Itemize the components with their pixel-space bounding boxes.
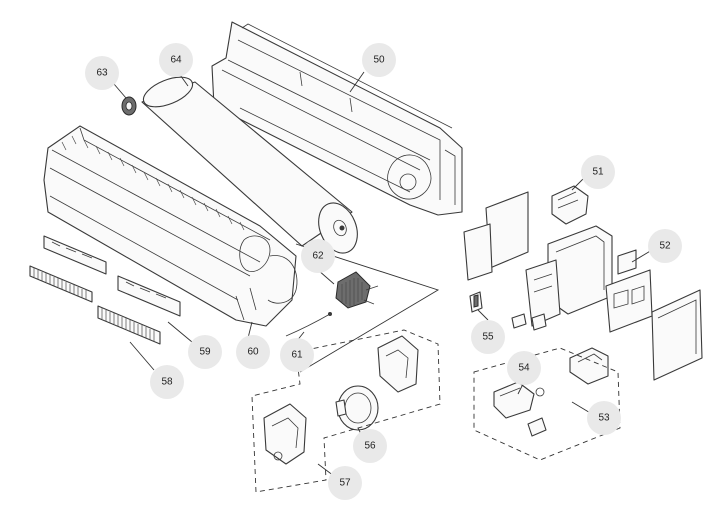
- callout-59: 59: [188, 335, 222, 369]
- callout-label-53: 53: [598, 413, 610, 424]
- callout-label-52: 52: [659, 241, 671, 252]
- callout-label-62: 62: [312, 251, 324, 262]
- callout-63: 63: [85, 56, 119, 90]
- part-motor-housing: [335, 385, 379, 431]
- callout-label-61: 61: [291, 350, 303, 361]
- group-outline-53: [473, 347, 621, 461]
- callout-61: 61: [280, 338, 314, 372]
- callout-60: 60: [236, 335, 270, 369]
- callout-64: 64: [159, 43, 193, 77]
- callout-label-59: 59: [199, 347, 211, 358]
- part-terminal-block: [551, 185, 589, 225]
- callout-label-50: 50: [373, 55, 385, 66]
- callout-label-63: 63: [96, 68, 108, 79]
- callout-58: 58: [150, 365, 184, 399]
- callout-51: 51: [581, 155, 615, 189]
- callout-50: 50: [362, 43, 396, 77]
- part-connector: [469, 291, 483, 313]
- callout-label-60: 60: [247, 347, 259, 358]
- group-outline-57: [251, 329, 441, 493]
- part-control-box: [525, 225, 613, 327]
- callout-56: 56: [353, 429, 387, 463]
- callout-52: 52: [648, 229, 682, 263]
- callout-57: 57: [328, 466, 362, 500]
- callout-53: 53: [587, 401, 621, 435]
- part-evaporator: [43, 125, 298, 327]
- callout-label-64: 64: [170, 55, 182, 66]
- callout-label-57: 57: [339, 478, 351, 489]
- part-swing-motor-bracket: [569, 347, 609, 385]
- callout-54: 54: [507, 351, 541, 385]
- part-pcb-board: [605, 249, 653, 333]
- part-fan-motor: [335, 271, 379, 309]
- callout-label-51: 51: [592, 167, 604, 178]
- callout-label-56: 56: [364, 441, 376, 452]
- part-clip-small: [511, 313, 547, 331]
- callout-55: 55: [471, 320, 505, 354]
- part-crossflow-fan: [141, 76, 358, 254]
- part-cable-tie: [285, 312, 332, 337]
- part-filter-mesh-upper: [29, 265, 93, 303]
- part-electrical-cover: [463, 191, 529, 281]
- part-bearing-ring: [121, 96, 137, 116]
- part-motor-bracket-lower: [263, 403, 307, 465]
- part-swing-linkage: [493, 381, 547, 437]
- part-filter-frame-lower: [117, 275, 181, 317]
- callout-label-58: 58: [161, 377, 173, 388]
- callout-label-54: 54: [518, 363, 530, 374]
- part-pcb-cover: [651, 289, 703, 381]
- part-filter-mesh-lower: [97, 305, 161, 345]
- part-motor-bracket-upper: [377, 335, 419, 393]
- callout-label-55: 55: [482, 332, 494, 343]
- part-filter-frame-upper: [43, 235, 107, 275]
- callout-62: 62: [301, 239, 335, 273]
- part-front-panel: [211, 21, 463, 216]
